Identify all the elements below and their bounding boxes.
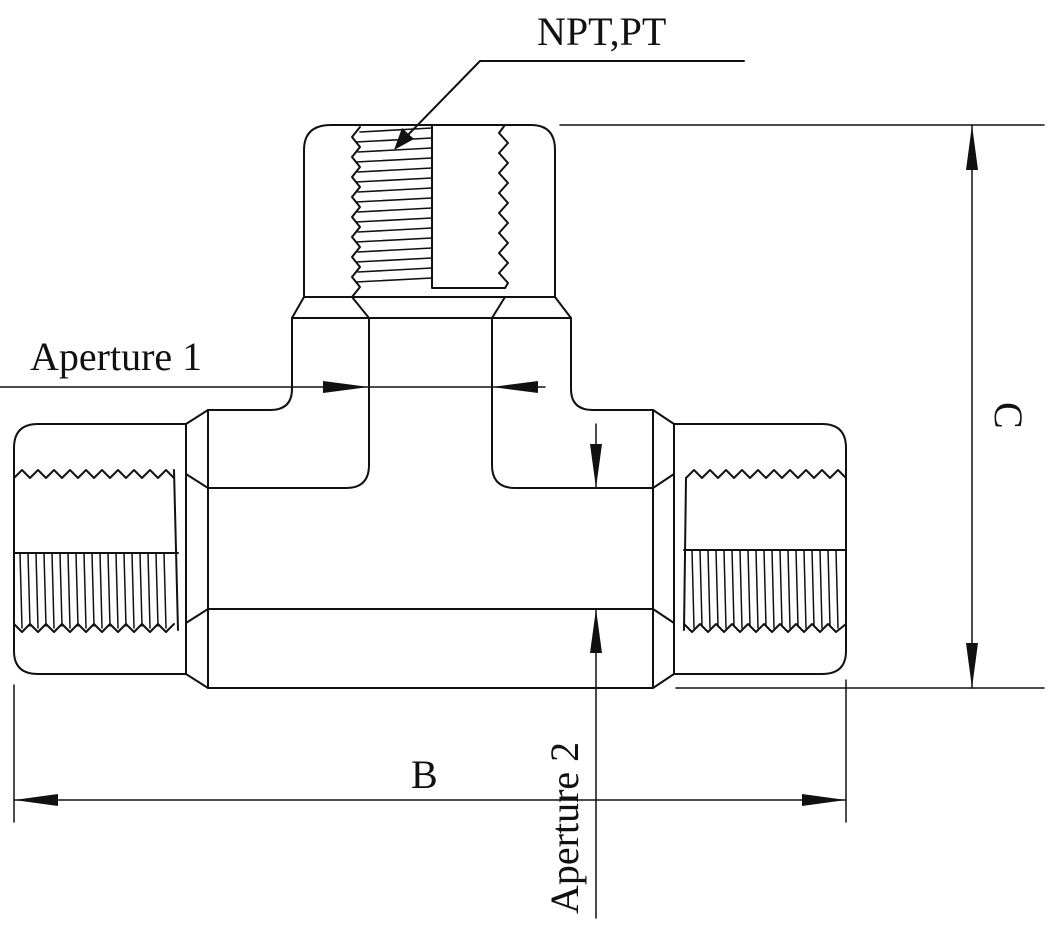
aperture-1-label: Aperture 1 <box>30 334 202 379</box>
b-dimension <box>13 679 847 823</box>
top-branch-body <box>291 124 572 319</box>
dimension-c-label: C <box>986 402 1031 429</box>
c-dimension <box>559 124 1045 689</box>
thread-leader <box>394 60 745 150</box>
tee-main-body <box>185 317 675 689</box>
thread-standard-label: NPT,PT <box>537 9 666 54</box>
dimension-b-label: B <box>411 752 438 797</box>
right-end-body <box>673 423 847 675</box>
aperture-1-dimension <box>0 381 546 393</box>
top-branch-thread <box>351 124 509 319</box>
left-end-body <box>13 423 187 675</box>
aperture-2-label: Aperture 2 <box>542 742 587 914</box>
aperture-2-dimension <box>590 423 602 919</box>
inner-bores <box>185 317 675 624</box>
